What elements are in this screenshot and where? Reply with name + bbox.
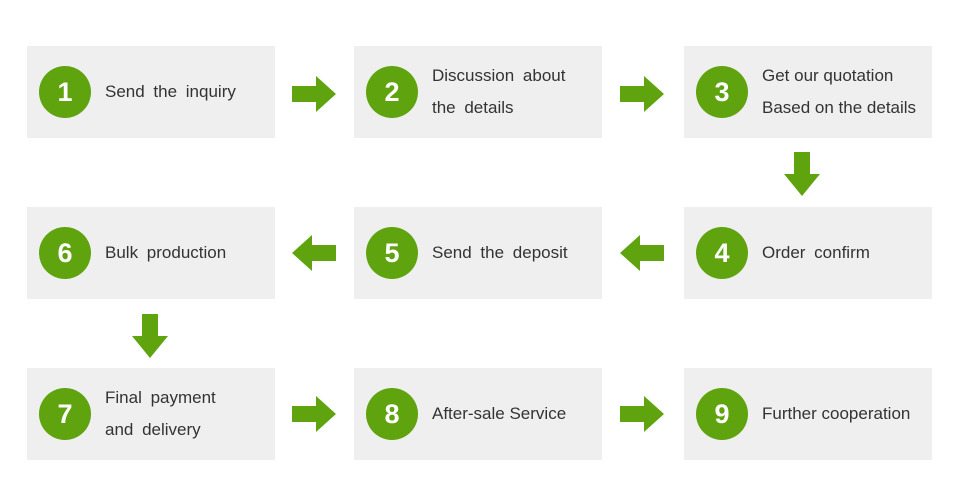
step-label-line: the details xyxy=(432,98,514,117)
step-label-line: Get our quotation xyxy=(762,66,894,85)
right-arrow-icon xyxy=(620,72,664,116)
down-arrow-icon xyxy=(780,152,824,196)
step-3-box: 3 Get our quotation Based on the details xyxy=(684,46,932,138)
step-label-line: and delivery xyxy=(105,420,201,439)
step-number-badge: 3 xyxy=(696,66,748,118)
step-label-line: After-sale Service xyxy=(432,404,567,423)
step-8-box: 8 After-sale Service xyxy=(354,368,602,460)
right-arrow-icon xyxy=(292,72,336,116)
step-9-box: 9 Further cooperation xyxy=(684,368,932,460)
step-number-badge: 9 xyxy=(696,388,748,440)
step-2-box: 2 Discussion about the details xyxy=(354,46,602,138)
step-4-box: 4 Order confirm xyxy=(684,207,932,299)
step-number-badge: 7 xyxy=(39,388,91,440)
step-6-box: 6 Bulk production xyxy=(27,207,275,299)
step-label: Order confirm xyxy=(762,207,926,299)
step-label-line: Discussion about xyxy=(432,66,566,85)
left-arrow-icon xyxy=(620,231,664,275)
step-label: After-sale Service xyxy=(432,368,596,460)
step-label: Discussion about the details xyxy=(432,46,596,138)
step-7-box: 7 Final payment and delivery xyxy=(27,368,275,460)
step-label-line: Bulk production xyxy=(105,243,227,262)
step-label: Final payment and delivery xyxy=(105,368,269,460)
step-label-line: Send the inquiry xyxy=(105,82,236,101)
step-label: Send the inquiry xyxy=(105,46,269,138)
step-label-line: Final payment xyxy=(105,388,216,407)
step-number-badge: 6 xyxy=(39,227,91,279)
step-label: Get our quotation Based on the details xyxy=(762,46,926,138)
step-number-badge: 2 xyxy=(366,66,418,118)
step-label: Further cooperation xyxy=(762,368,926,460)
step-label-line: Order confirm xyxy=(762,243,870,262)
step-5-box: 5 Send the deposit xyxy=(354,207,602,299)
right-arrow-icon xyxy=(292,392,336,436)
step-number-badge: 1 xyxy=(39,66,91,118)
left-arrow-icon xyxy=(292,231,336,275)
step-label: Bulk production xyxy=(105,207,269,299)
step-number-badge: 5 xyxy=(366,227,418,279)
step-number-badge: 4 xyxy=(696,227,748,279)
step-1-box: 1 Send the inquiry xyxy=(27,46,275,138)
down-arrow-icon xyxy=(128,314,172,358)
step-label-line: Send the deposit xyxy=(432,243,568,262)
step-label: Send the deposit xyxy=(432,207,596,299)
step-number-badge: 8 xyxy=(366,388,418,440)
step-label-line: Further cooperation xyxy=(762,404,911,423)
right-arrow-icon xyxy=(620,392,664,436)
step-label-line: Based on the details xyxy=(762,98,917,117)
